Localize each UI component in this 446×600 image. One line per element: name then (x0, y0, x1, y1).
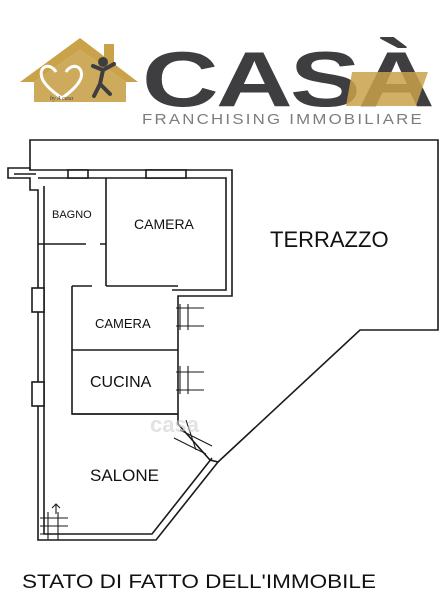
room-label-terrazzo: TERRAZZO (270, 227, 389, 252)
brand-tagline: FRANCHISING IMMOBILIARE (142, 111, 424, 128)
floor-plan (7, 139, 439, 541)
outer-wall-inner (14, 173, 213, 535)
bathroom-wall (38, 178, 107, 286)
room-label-cucina: CUCINA (90, 374, 152, 391)
watermark-text: casa (150, 412, 200, 437)
terrace-door-2 (176, 366, 204, 394)
entrance-stairs (40, 503, 68, 540)
logo-script-text: by A casa (50, 96, 73, 102)
terrace-outline (29, 139, 439, 463)
window-left-2 (31, 381, 45, 407)
brand-accent-shape (346, 72, 428, 106)
plan-caption: STATO DI FATTO DELL'IMMOBILE (22, 572, 376, 593)
window-top-1 (67, 169, 89, 179)
room-label-camera-1: CAMERA (134, 216, 195, 232)
terrace-door-3 (173, 419, 213, 455)
window-top-2 (145, 169, 187, 179)
top-wall-inner (38, 177, 227, 291)
terrace-door-1 (176, 304, 204, 330)
room-label-bagno: BAGNO (52, 209, 92, 221)
room-labels: BAGNO CAMERA CAMERA CUCINA SALONE TERRAZ… (52, 209, 389, 485)
room-label-salone: SALONE (90, 466, 159, 485)
window-left-1 (31, 287, 45, 313)
house-logo-icon (20, 38, 138, 102)
room-label-camera-2: CAMERA (95, 316, 151, 331)
outer-wall (7, 167, 233, 541)
brand-logo: by A casa CASÀ FRANCHISING IMMOBILIARE (20, 35, 435, 128)
